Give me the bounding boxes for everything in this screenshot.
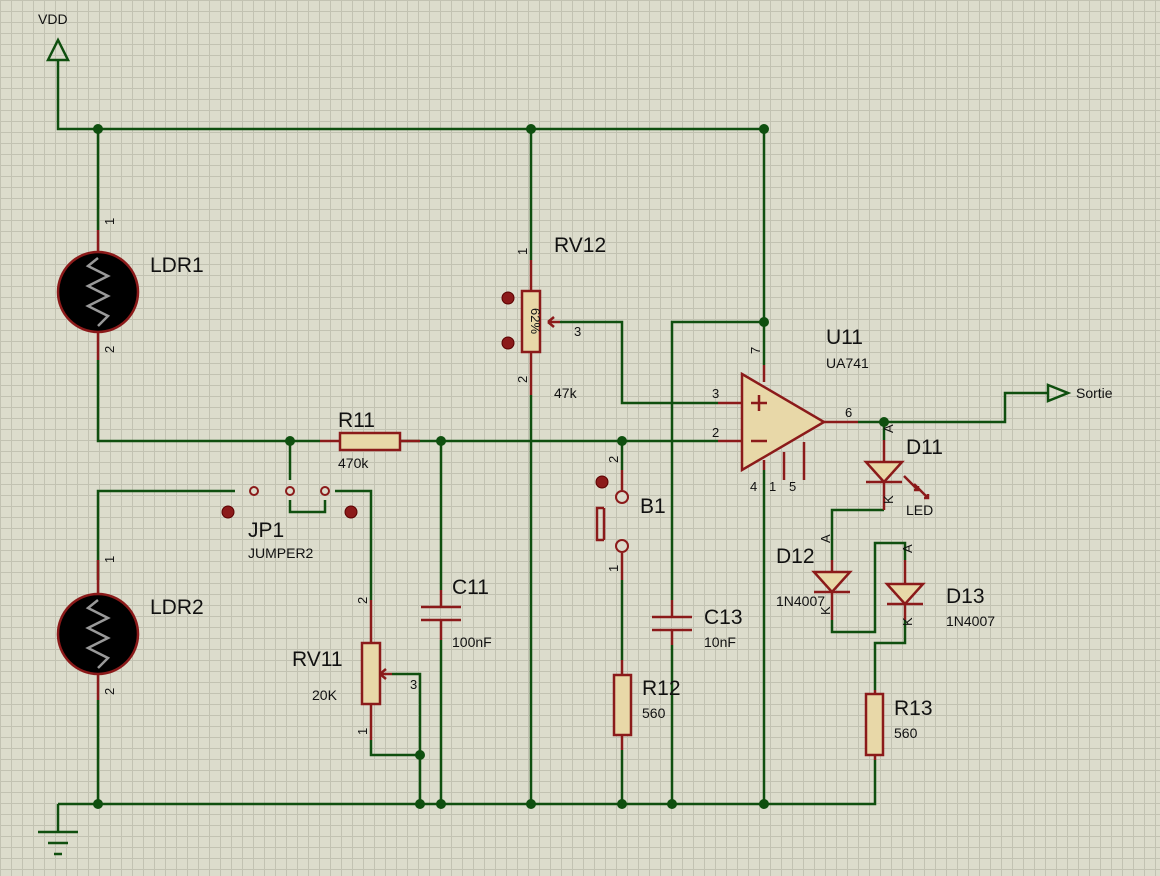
u11-pin7: 7 (748, 347, 763, 354)
jp1-value: JUMPER2 (248, 545, 314, 561)
d11-ref: D11 (906, 436, 943, 459)
output-label: Sortie (1076, 385, 1113, 401)
d11-value: LED (906, 502, 933, 518)
u11-pin2: 2 (712, 425, 719, 440)
u11-value: UA741 (826, 355, 869, 371)
rv11-pin3: 3 (410, 677, 417, 692)
c13-value: 10nF (704, 634, 736, 650)
rv11-ref: RV11 (292, 648, 343, 671)
u11-pin4: 4 (750, 479, 757, 494)
ldr2-pin2: 2 (102, 688, 117, 695)
c13-ref: C13 (704, 606, 743, 629)
wires (56, 60, 1048, 832)
rv11-pin1: 1 (355, 728, 370, 735)
u11-pin5: 5 (789, 479, 796, 494)
ground-symbol (38, 830, 78, 856)
jp1[interactable]: JP1 JUMPER2 (221, 486, 358, 561)
d13[interactable]: D13 1N4007 A K (884, 544, 995, 629)
rv12-ref: RV12 (554, 234, 606, 257)
c13[interactable]: C13 10nF (652, 600, 743, 650)
b1-ref: B1 (640, 495, 666, 518)
b1-pin2: 2 (606, 456, 621, 463)
u11[interactable]: U11 UA741 3 2 6 7 4 1 5 (712, 326, 869, 494)
ldr2[interactable]: LDR2 1 2 (56, 556, 204, 700)
u11-pin6: 6 (845, 405, 852, 420)
d11-pin-a: A (881, 424, 896, 433)
b1[interactable]: B1 2 1 (595, 456, 666, 580)
rv12-value: 47k (554, 385, 578, 401)
r12-ref: R12 (642, 677, 681, 700)
rv11-pin2: 2 (355, 597, 370, 604)
r11[interactable]: R11 470k (320, 409, 420, 471)
rv12-wiper-pct: 62% (528, 308, 543, 334)
ldr1[interactable]: LDR1 1 2 (56, 218, 204, 360)
d13-pin-k: K (900, 617, 915, 626)
rv11-value: 20K (312, 687, 338, 703)
r13-ref: R13 (894, 697, 933, 720)
r11-ref: R11 (338, 409, 375, 432)
d12[interactable]: D12 1N4007 A K (776, 534, 853, 620)
d12-ref: D12 (776, 545, 815, 568)
r12[interactable]: R12 560 (612, 660, 681, 750)
vdd-label: VDD (38, 11, 68, 27)
c11-value: 100nF (452, 634, 492, 650)
r13[interactable]: R13 560 (864, 690, 933, 760)
d12-pin-k: K (818, 606, 833, 615)
c11[interactable]: C11 100nF (421, 576, 492, 650)
ldr1-pin1: 1 (102, 218, 117, 225)
d13-value: 1N4007 (946, 613, 995, 629)
u11-ref: U11 (826, 326, 863, 349)
b1-pin1: 1 (606, 565, 621, 572)
output-terminal[interactable]: Sortie (1046, 383, 1113, 403)
u11-pin3: 3 (712, 386, 719, 401)
rv12-pin2: 2 (515, 376, 530, 383)
ldr1-pin2: 2 (102, 346, 117, 353)
ldr2-ref: LDR2 (150, 596, 204, 619)
d12-pin-a: A (818, 534, 833, 543)
r12-value: 560 (642, 705, 666, 721)
d11-pin-k: K (881, 495, 896, 504)
d13-pin-a: A (900, 544, 915, 553)
rv12-pin3: 3 (574, 324, 581, 339)
junction-dots (93, 124, 889, 809)
d12-value: 1N4007 (776, 593, 825, 609)
rv12[interactable]: 62% RV12 47k 3 1 2 (501, 234, 606, 401)
c11-ref: C11 (452, 576, 489, 599)
jp1-ref: JP1 (248, 519, 284, 542)
r13-value: 560 (894, 725, 918, 741)
ldr2-pin1: 1 (102, 556, 117, 563)
rv11[interactable]: RV11 20K 3 2 1 (292, 597, 417, 740)
u11-pin1: 1 (769, 479, 776, 494)
d13-ref: D13 (946, 585, 985, 608)
r11-value: 470k (338, 455, 369, 471)
ldr1-ref: LDR1 (150, 254, 204, 277)
rv12-pin1: 1 (515, 248, 530, 255)
d11[interactable]: D11 LED A K (863, 424, 943, 518)
vdd-terminal[interactable]: VDD (38, 11, 71, 62)
